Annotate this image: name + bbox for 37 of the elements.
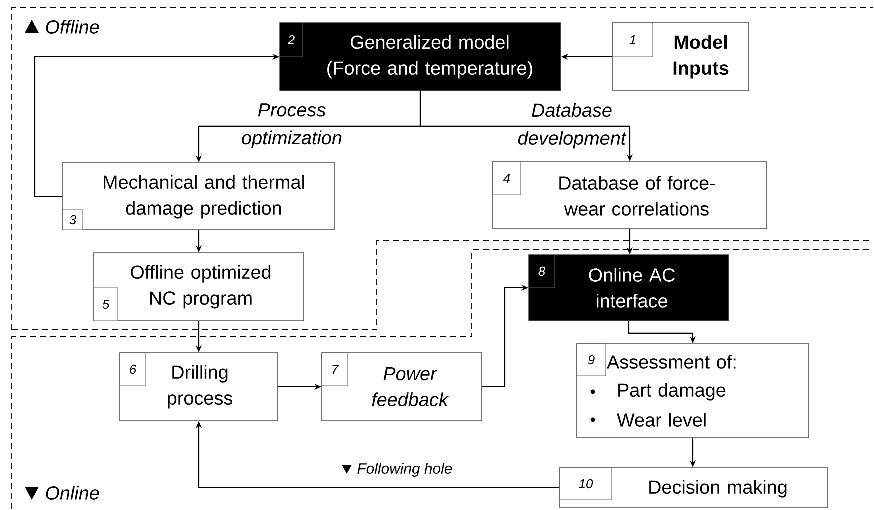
number-tag: 1 bbox=[612, 22, 654, 58]
box-text: Drilling process bbox=[168, 365, 232, 409]
number-tag: 10 bbox=[560, 468, 612, 500]
box-text: Model Inputs bbox=[674, 35, 729, 79]
number-tag: 7 bbox=[322, 352, 348, 386]
process-box bbox=[322, 352, 482, 422]
box-text: Mechanical and thermal damage prediction bbox=[104, 175, 304, 219]
process-box bbox=[280, 22, 562, 92]
number-tag: 4 bbox=[492, 162, 522, 196]
box-text: Online AC interface bbox=[589, 268, 675, 308]
box-text: Assessment of: bbox=[607, 355, 736, 369]
box-text: Wear level bbox=[617, 413, 706, 427]
number-tag: 6 bbox=[120, 352, 146, 386]
number-tag: 3 bbox=[62, 210, 84, 230]
number-tag: 8 bbox=[528, 254, 556, 288]
box-text: Offline optimized NC program bbox=[131, 265, 271, 309]
edge-label: Database development bbox=[518, 103, 627, 149]
process-box bbox=[62, 162, 336, 230]
process-box bbox=[612, 22, 750, 92]
region-label: Online bbox=[46, 486, 100, 500]
box-text: Power feedback bbox=[372, 367, 450, 407]
edge-label: Process optimization bbox=[242, 104, 342, 148]
box-text: Decision making bbox=[650, 480, 787, 498]
process-box bbox=[528, 254, 730, 322]
process-box bbox=[492, 162, 768, 230]
process-box bbox=[120, 352, 278, 422]
region-label: Offline bbox=[46, 20, 100, 34]
box-text: Database of force-wear correlations bbox=[560, 176, 716, 216]
number-tag: 9 bbox=[576, 344, 606, 376]
number-tag: 5 bbox=[94, 288, 118, 322]
process-box bbox=[94, 252, 304, 322]
process-box bbox=[576, 344, 810, 438]
edge-label: Following hole bbox=[358, 463, 452, 477]
process-box bbox=[560, 468, 828, 508]
box-text: Part damage bbox=[618, 383, 726, 401]
box-text: Generalized model (Force and temperature) bbox=[328, 35, 532, 79]
number-tag: 2 bbox=[280, 22, 304, 58]
